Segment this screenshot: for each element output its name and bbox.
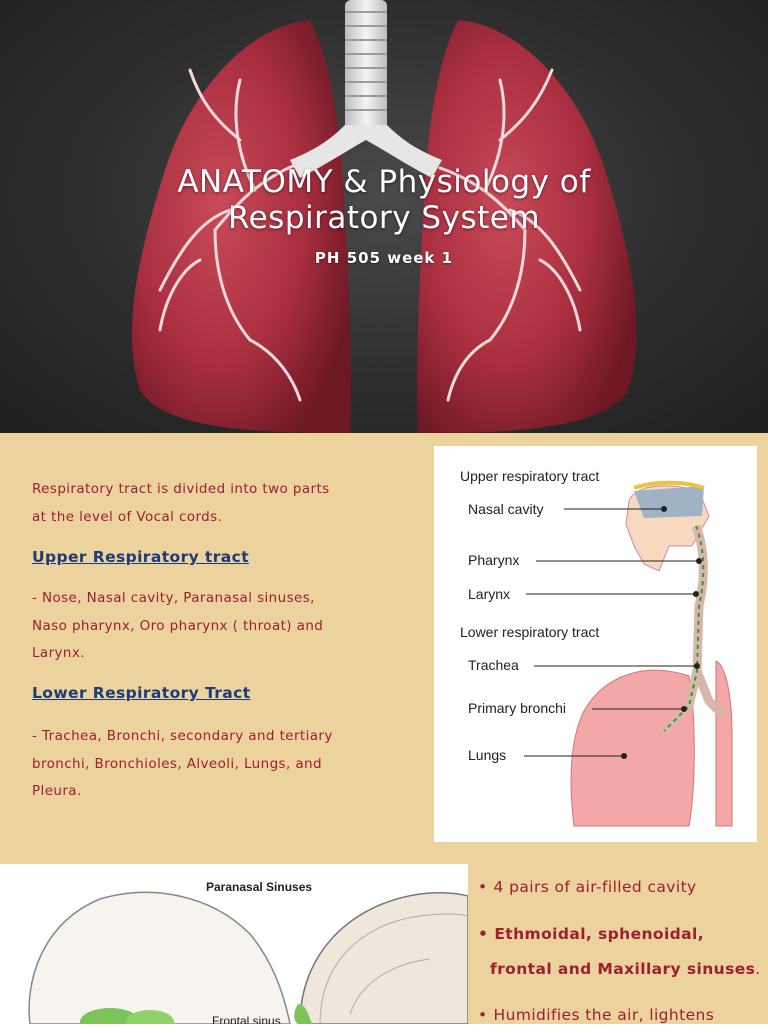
upper-line-2: Naso pharynx, Oro pharynx ( throat) and [32,617,324,634]
title-line-2: Respiratory System [227,200,541,236]
larynx-label: Larynx [468,586,511,602]
slide-subtitle: PH 505 week 1 [314,249,454,267]
slide-title: ANATOMY & Physiology of Respiratory Syst… [0,164,768,236]
bullet-sinus-types-cont: frontal and Maxillary sinuses. [490,952,761,987]
bullet-sinus-types: •Ethmoidal, sphenoidal, [478,925,705,943]
bullet-2-period: . [755,960,761,978]
bullet-humidifies: •Humidifies the air, lightens [478,1006,715,1024]
title-line-1: ANATOMY & Physiology of [177,164,591,200]
upper-line-1: - Nose, Nasal cavity, Paranasal sinuses, [32,590,315,606]
lower-tract-label: Lower respiratory tract [460,624,600,640]
lungs-illustration [131,0,637,433]
respiratory-tract-illustration [524,480,733,827]
frontal-sinus-label: Frontal sinus [212,1014,281,1024]
paranasal-sinuses-title: Paranasal Sinuses [206,880,313,894]
upper-tract-label: Upper respiratory tract [460,468,600,484]
lower-tract-heading: Lower Respiratory Tract [32,684,251,702]
skull-illustration [28,891,468,1024]
lower-line-3: Pleura. [32,783,82,799]
lower-line-1: - Trachea, Bronchi, secondary and tertia… [32,728,333,744]
sinuses-bullets: •4 pairs of air-filled cavity •Ethmoidal… [468,864,768,1024]
trachea-label: Trachea [468,657,519,673]
upper-line-3: Larynx. [32,645,85,661]
intro-line-2: at the level of Vocal cords. [32,508,223,525]
bullet-air-filled: •4 pairs of air-filled cavity [478,878,697,896]
lungs-label: Lungs [468,747,507,763]
upper-tract-heading: Upper Respiratory tract [32,548,250,566]
respiratory-tract-slide: Respiratory tract is divided into two pa… [0,433,768,864]
intro-text: Respiratory tract is divided into two pa… [32,476,402,531]
intro-line-1: Respiratory tract is divided into two pa… [32,481,330,497]
upper-tract-text: - Nose, Nasal cavity, Paranasal sinuses,… [32,585,402,668]
paranasal-sinuses-image: Paranasal Sinuses Frontal sinus [0,864,468,1024]
nasal-cavity-label: Nasal cavity [468,501,544,517]
bullet-3-text: Humidifies the air, lightens [493,1006,715,1024]
primary-bronchi-label: Primary bronchi [468,700,567,716]
respiratory-tract-diagram: Upper respiratory tract Nasal cavity Pha… [434,446,757,842]
bullet-2-line-2: frontal and Maxillary sinuses [490,960,756,978]
lower-tract-text: - Trachea, Bronchi, secondary and tertia… [32,723,402,806]
pharynx-label: Pharynx [468,552,520,568]
bullet-2-line-1: Ethmoidal, sphenoidal, [494,925,705,943]
bullet-1-text: 4 pairs of air-filled cavity [493,878,697,896]
lower-line-2: bronchi, Bronchioles, Alveoli, Lungs, an… [32,755,322,772]
title-slide: ANATOMY & Physiology of Respiratory Syst… [0,0,768,433]
